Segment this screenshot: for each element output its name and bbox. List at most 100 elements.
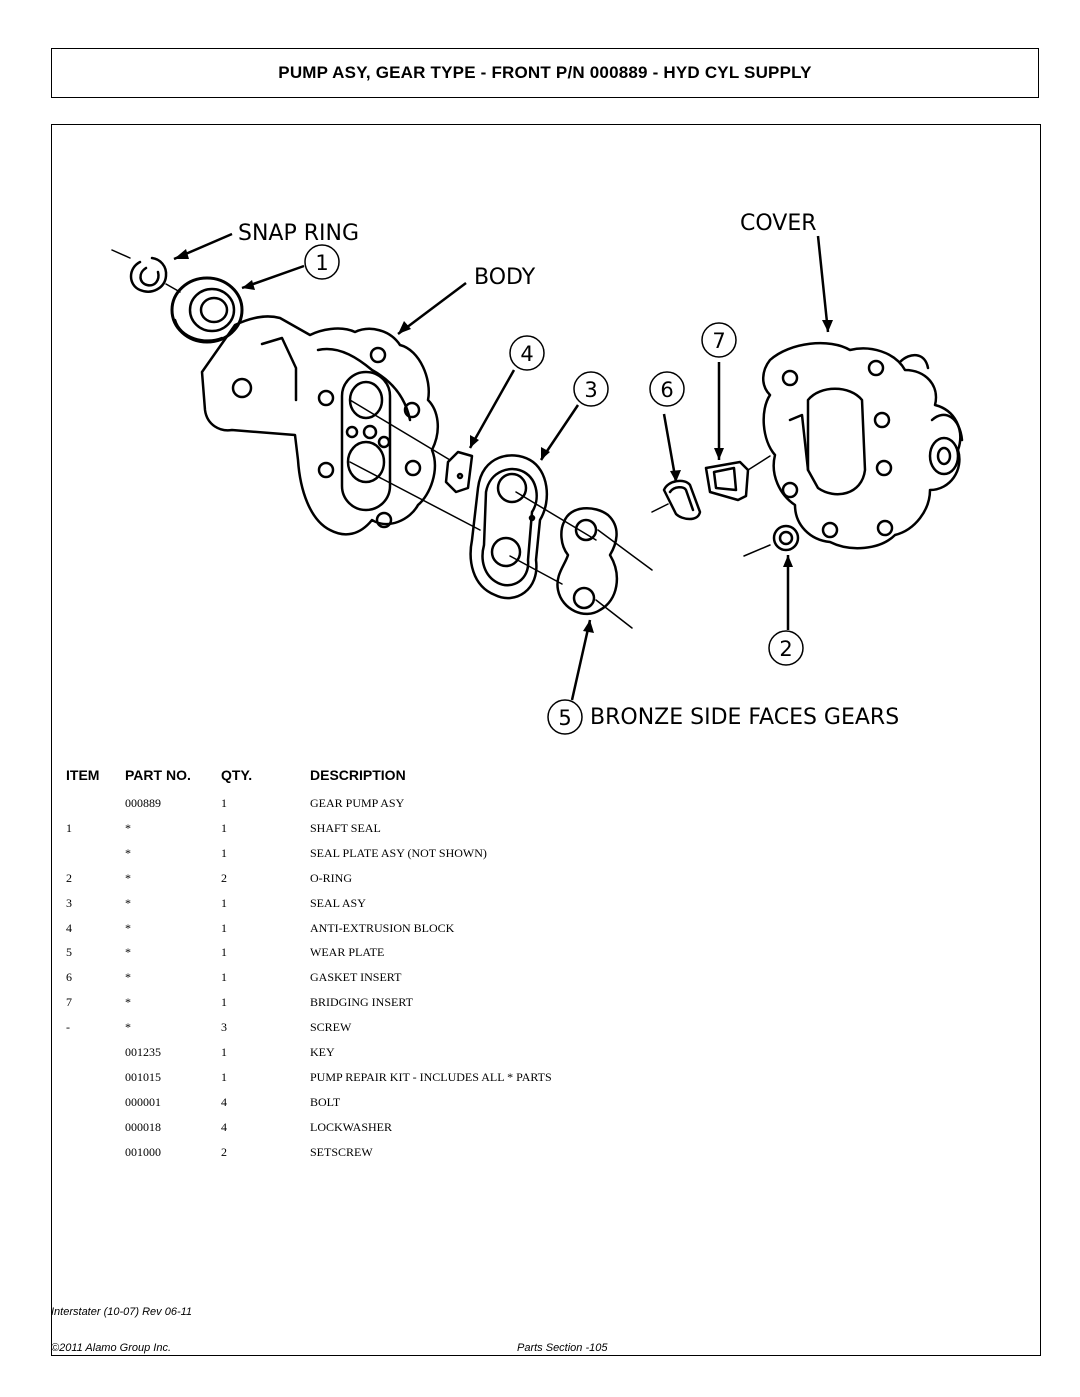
- item-cell: 6: [66, 970, 72, 985]
- part-no-cell: *: [125, 970, 131, 985]
- item-cell: 4: [66, 920, 72, 935]
- bridging-insert-part: [704, 455, 771, 502]
- part-no-cell: 001235: [125, 1045, 161, 1059]
- table-row: 001015 1 PUMP REPAIR KIT - INCLUDES ALL * …: [0, 1070, 1080, 1094]
- table-row: - * 3 SCREW: [0, 1020, 1080, 1044]
- item-cell: 1: [66, 820, 72, 835]
- callout-number-3: 3: [584, 378, 597, 402]
- part-no-cell: *: [125, 820, 131, 835]
- description-cell: O-RING: [310, 870, 352, 885]
- description-cell: SCREW: [310, 1020, 352, 1035]
- callout-number-6: 6: [660, 378, 673, 402]
- part-no-cell: *: [125, 1020, 131, 1035]
- description-cell: SEAL PLATE ASY (NOT SHOWN): [310, 845, 487, 860]
- description-cell: BRIDGING INSERT: [310, 995, 413, 1010]
- qty-cell: 1: [221, 845, 227, 860]
- qty-cell: 1: [221, 995, 227, 1010]
- content-frame: [51, 124, 1041, 1356]
- item-cell: 5: [66, 945, 72, 960]
- header-item: ITEM: [66, 767, 100, 783]
- callout-circle-4: [509, 335, 545, 371]
- description-cell: GASKET INSERT: [310, 970, 402, 985]
- title-box: PUMP ASY, GEAR TYPE - FRONT P/N 000889 -…: [51, 48, 1039, 98]
- part-no-cell: *: [125, 870, 131, 885]
- callout-circle-5: [547, 699, 583, 735]
- part-no-cell: 000001: [125, 1094, 161, 1109]
- part-no-cell: *: [125, 995, 131, 1010]
- copyright: ©2011 Alamo Group Inc.: [51, 1342, 172, 1354]
- part-no-cell: *: [125, 845, 131, 860]
- callout-number-7: 7: [712, 329, 725, 353]
- qty-cell: 1: [221, 1045, 227, 1059]
- pump-body-part: [200, 315, 481, 536]
- part-no-cell: *: [125, 920, 131, 935]
- o-ring-part: [743, 524, 800, 557]
- table-row: 1 * 1 SHAFT SEAL: [0, 821, 1080, 845]
- page-number: Parts Section -105: [517, 1342, 608, 1354]
- description-cell: WEAR PLATE: [310, 945, 385, 960]
- item-cell: 2: [66, 870, 72, 885]
- item-cell: -: [66, 1020, 70, 1035]
- qty-cell: 1: [221, 920, 227, 935]
- qty-cell: 1: [221, 895, 227, 910]
- table-row: 000889 1 GEAR PUMP ASY: [0, 796, 1080, 820]
- table-row: 001000 2 SETSCREW: [0, 1145, 1080, 1169]
- qty-cell: 4: [221, 1094, 227, 1109]
- seal-asy-part: [469, 454, 597, 600]
- description-cell: KEY: [310, 1045, 335, 1059]
- snap-ring-label: SNAP RING: [238, 221, 359, 246]
- table-row: 000001 4 BOLT: [0, 1095, 1080, 1119]
- header-description: DESCRIPTION: [310, 767, 406, 783]
- arrowheads: [174, 249, 833, 633]
- description-cell: SETSCREW: [310, 1144, 373, 1159]
- qty-cell: 1: [221, 820, 227, 835]
- cover-label: COVER: [740, 211, 817, 236]
- callout-number-4: 4: [520, 342, 533, 366]
- description-cell: SHAFT SEAL: [310, 820, 381, 835]
- callout-circle-3: [573, 371, 609, 407]
- qty-cell: 1: [221, 945, 227, 960]
- body-label: BODY: [474, 265, 536, 290]
- callout-circle-6: [649, 371, 685, 407]
- exploded-pump-diagram: SNAP RING BODY COVER BRONZE SIDE FACES G…: [111, 211, 964, 735]
- shaft-seal-part: [170, 276, 244, 344]
- callout-number-2: 2: [779, 637, 792, 661]
- part-no-cell: 000018: [125, 1119, 161, 1134]
- description-cell: BOLT: [310, 1094, 341, 1109]
- qty-cell: 1: [221, 1069, 227, 1084]
- bronze-label: BRONZE SIDE FACES GEARS: [590, 705, 899, 730]
- callout-circle-2: [768, 630, 804, 666]
- callout-number-1: 1: [315, 251, 328, 275]
- qty-cell: 4: [221, 1119, 227, 1134]
- gasket-insert-part: [651, 479, 702, 521]
- snap-ring-part: [111, 249, 181, 293]
- part-no-cell: *: [125, 895, 131, 910]
- qty-cell: 1: [221, 796, 227, 810]
- description-cell: PUMP REPAIR KIT - INCLUDES ALL * PARTS: [310, 1069, 552, 1084]
- callout-circle-7: [701, 322, 737, 358]
- table-row: 001235 1 KEY: [0, 1045, 1080, 1069]
- pump-cover-part: [762, 341, 964, 550]
- page-title: PUMP ASY, GEAR TYPE - FRONT P/N 000889 -…: [278, 63, 812, 82]
- part-no-cell: *: [125, 945, 131, 960]
- callout-circle-1: [304, 244, 340, 280]
- leader-lines: [173, 232, 830, 701]
- callout-number-5: 5: [558, 706, 571, 730]
- header-qty: QTY.: [221, 767, 253, 783]
- item-cell: 3: [66, 895, 72, 910]
- table-row: 4 * 1 ANTI-EXTRUSION BLOCK: [0, 921, 1080, 945]
- description-cell: GEAR PUMP ASY: [310, 796, 405, 810]
- part-no-cell: 001015: [125, 1069, 161, 1084]
- qty-cell: 3: [221, 1020, 227, 1035]
- table-row: * 1 SEAL PLATE ASY (NOT SHOWN): [0, 846, 1080, 870]
- part-no-cell: 001000: [125, 1144, 161, 1159]
- revision-note: Interstater (10-07) Rev 06-11: [51, 1306, 193, 1318]
- qty-cell: 2: [221, 1144, 227, 1159]
- wear-plate-part: [556, 507, 653, 629]
- part-no-cell: 000889: [125, 796, 161, 810]
- description-cell: ANTI-EXTRUSION BLOCK: [310, 920, 455, 935]
- description-cell: LOCKWASHER: [310, 1119, 393, 1134]
